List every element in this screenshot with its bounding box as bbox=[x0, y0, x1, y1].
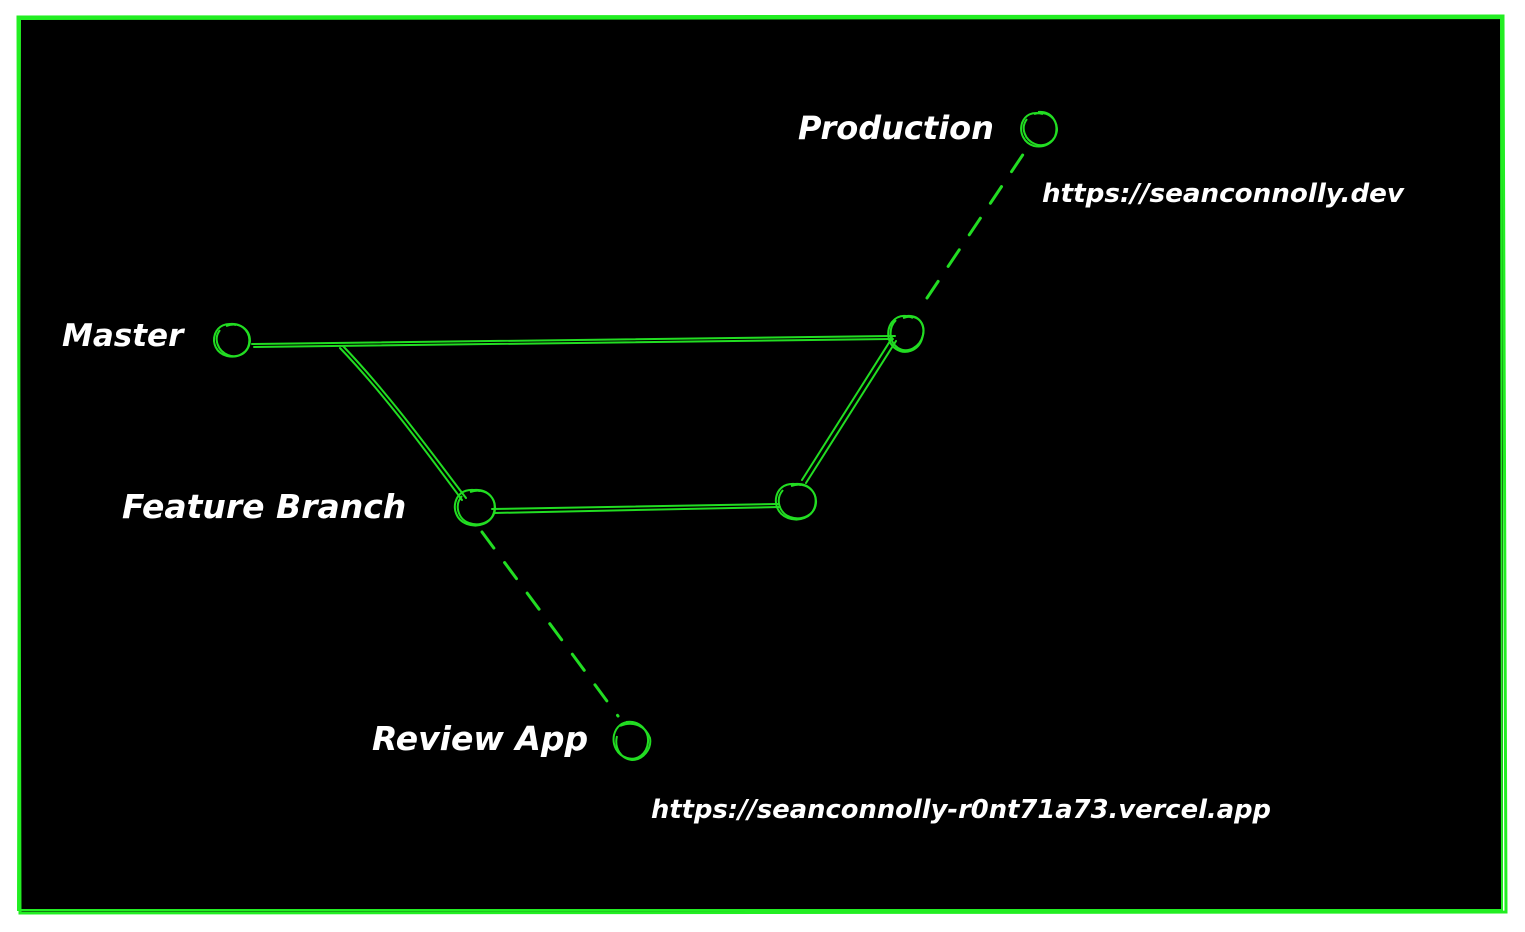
review-app-url: https://seanconnolly-r0nt71a73.vercel.ap… bbox=[651, 795, 1271, 825]
production-label: Production bbox=[798, 109, 994, 147]
feature-branch-label: Feature Branch bbox=[122, 487, 406, 526]
review-app-node-circle bbox=[612, 720, 652, 762]
master-label: Master bbox=[62, 318, 185, 354]
feature-node-circle bbox=[453, 488, 497, 527]
branch-out-line bbox=[339, 345, 467, 501]
production-url: https://seanconnolly.dev bbox=[1042, 179, 1405, 209]
canvas-background bbox=[19, 18, 1503, 912]
merge-commit-node-circle bbox=[774, 482, 818, 521]
master-node-circle bbox=[213, 322, 252, 358]
review-deploy-dashed-line bbox=[480, 530, 620, 718]
production-node-circle bbox=[1020, 110, 1059, 148]
review-app-label: Review App bbox=[372, 719, 588, 758]
master-merge-node-circle bbox=[887, 314, 925, 353]
production-deploy-dashed-line bbox=[925, 148, 1028, 300]
feature-branch-line bbox=[491, 503, 781, 514]
master-line bbox=[251, 335, 896, 348]
merge-line bbox=[801, 337, 897, 484]
frame-border bbox=[16, 14, 1508, 915]
